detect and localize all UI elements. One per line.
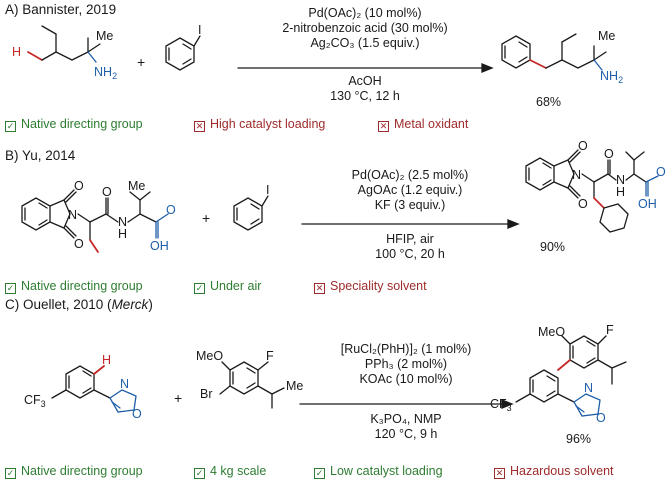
pro-tag: ✓4 kg scale [194, 464, 267, 479]
atom-o: O [74, 179, 84, 193]
atom-i: I [198, 23, 201, 37]
atom-nh2: NH2 [600, 69, 623, 85]
check-box-icon: ✓ [194, 283, 205, 294]
atom-me: Me [286, 379, 303, 393]
panel-b-arrowhead [507, 219, 520, 229]
atom-nh: N [118, 215, 127, 229]
atom-me: Me [598, 29, 615, 43]
atom-f: F [606, 323, 614, 337]
panel-b-yield: 90% [540, 240, 566, 254]
panel-a-conditions-above: Pd(OAc)₂ (10 mol%)2-nitrobenzoic acid (3… [282, 6, 448, 50]
panel-b-header: B) Yu, 2014 [5, 148, 76, 163]
con-tag: ✕Speciality solvent [314, 279, 427, 294]
atom-me: Me [96, 29, 113, 43]
cross-box-icon: ✕ [314, 283, 325, 294]
check-box-icon: ✓ [5, 468, 16, 479]
atom-o: O [656, 165, 666, 179]
con-tag: ✕Hazardous solvent [494, 464, 614, 479]
atom-nh-h: H [616, 185, 625, 199]
atom-o: O [596, 411, 606, 425]
panel-a-iodobenzene [165, 35, 201, 71]
panel-c-yield: 96% [566, 432, 592, 446]
atom-n: N [68, 208, 77, 222]
pro-tag: ✓Native directing group [5, 117, 143, 132]
atom-oh: OH [638, 197, 657, 211]
con-tag: ✕High catalyst loading [194, 117, 326, 132]
plus-sign: + [174, 390, 183, 406]
atom-meo: MeO [196, 349, 223, 363]
atom-o: O [132, 407, 142, 421]
atom-cf3: CF3 [490, 397, 512, 413]
panel-a-arrowhead [481, 63, 494, 73]
atom-o: O [604, 147, 614, 161]
panel-a-yield: 68% [536, 95, 562, 109]
panel-c-aryl-bromide [219, 361, 285, 409]
atom-n: N [584, 381, 593, 395]
panel-a-header: A) Bannister, 2019 [5, 2, 117, 17]
panel-a-product [501, 33, 607, 71]
atom-meo: MeO [538, 325, 565, 339]
atom-o: O [578, 197, 588, 211]
atom-cf3: CF3 [24, 393, 46, 409]
atom-n: N [572, 168, 581, 182]
plus-sign: + [202, 210, 211, 226]
con-tag: ✕Metal oxidant [378, 117, 469, 132]
check-box-icon: ✓ [314, 468, 325, 479]
plus-sign: + [137, 54, 146, 70]
atom-f: F [266, 349, 274, 363]
atom-o: O [166, 203, 176, 217]
pro-tag: ✓Native directing group [5, 464, 143, 479]
atom-h: H [12, 45, 21, 59]
check-box-icon: ✓ [5, 283, 16, 294]
panel-b-iodobenzene [233, 195, 269, 231]
panel-c-arrowhead [501, 399, 514, 409]
panel-b-conditions-above: Pd(OAc)₂ (2.5 mol%)AgOAc (1.2 equiv.)KF … [351, 168, 469, 212]
atom-me: Me [128, 179, 145, 193]
cross-box-icon: ✕ [194, 121, 205, 132]
atom-oh: OH [150, 239, 169, 253]
panel-c-reactant-oxazoline [51, 365, 137, 413]
atom-nh2: NH2 [94, 65, 117, 81]
panel-c-conditions-above: [RuCl₂(PhH)]₂ (1 mol%)PPh₃ (2 mol%)KOAc … [340, 342, 472, 386]
check-box-icon: ✓ [194, 468, 205, 479]
atom-n: N [120, 377, 129, 391]
check-box-icon: ✓ [5, 121, 16, 132]
atom-br: Br [200, 387, 213, 401]
panel-a-reactant-amine [27, 25, 101, 63]
panel-b-product [525, 149, 659, 233]
atom-nh: N [616, 173, 625, 187]
atom-o: O [578, 139, 588, 153]
atom-o: O [74, 237, 84, 251]
atom-o: O [102, 185, 112, 199]
pro-tag: ✓Native directing group [5, 279, 143, 294]
panel-c-header: C) Ouellet, 2010 (Merck) [5, 297, 153, 312]
pro-tag: ✓Low catalyst loading [314, 464, 443, 479]
panel-b-reactant [21, 189, 169, 253]
atom-h: H [102, 353, 111, 367]
pro-tag: ✓Under air [194, 279, 262, 294]
cross-box-icon: ✕ [378, 121, 389, 132]
atom-nh-h: H [118, 227, 127, 241]
panel-c-product [515, 335, 627, 417]
atom-i: I [266, 183, 269, 197]
cross-box-icon: ✕ [494, 468, 505, 479]
